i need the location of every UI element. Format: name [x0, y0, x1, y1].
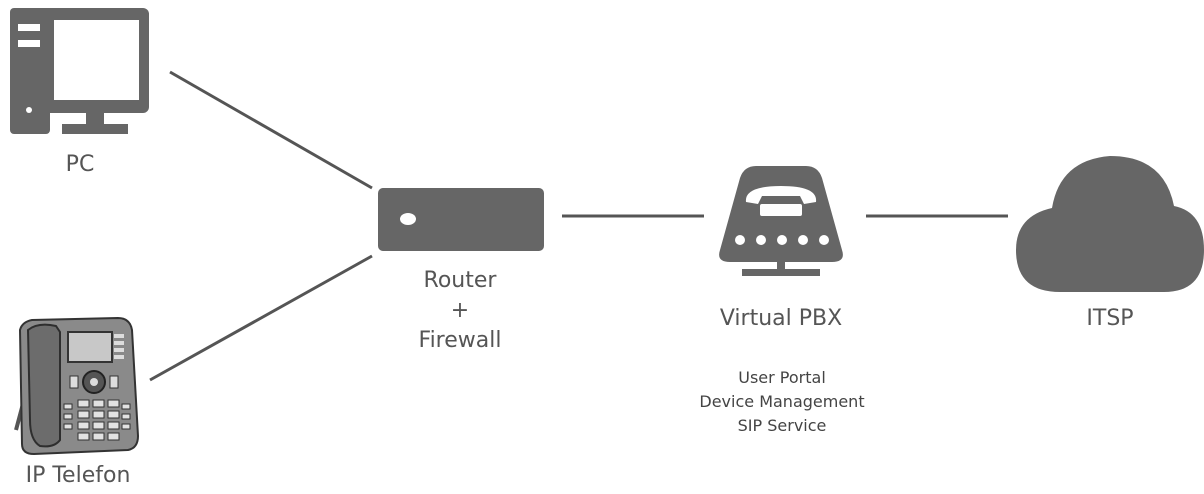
pbx-services: User Portal Device Management SIP Servic… — [672, 366, 892, 438]
link-pc-router — [169, 70, 373, 190]
router-label-line1: Router — [423, 268, 497, 293]
pbx-icon — [719, 166, 843, 276]
service-device-management: Device Management — [699, 392, 865, 411]
pc-icon — [10, 8, 149, 134]
router-label-line3: Firewall — [418, 328, 502, 353]
ip-phone-icon — [14, 316, 140, 456]
service-user-portal: User Portal — [738, 368, 826, 387]
link-phone-router — [149, 254, 373, 382]
pc-label: PC — [65, 152, 95, 177]
pbx-label: Virtual PBX — [719, 306, 843, 331]
router-label-line2: + — [450, 298, 470, 323]
itsp-label: ITSP — [1086, 306, 1134, 331]
cloud-icon — [1016, 156, 1204, 292]
service-sip: SIP Service — [737, 416, 827, 435]
router-icon — [378, 188, 544, 251]
router-label: Router + Firewall — [395, 266, 525, 356]
ip-phone-label: IP Telefon — [25, 463, 131, 488]
